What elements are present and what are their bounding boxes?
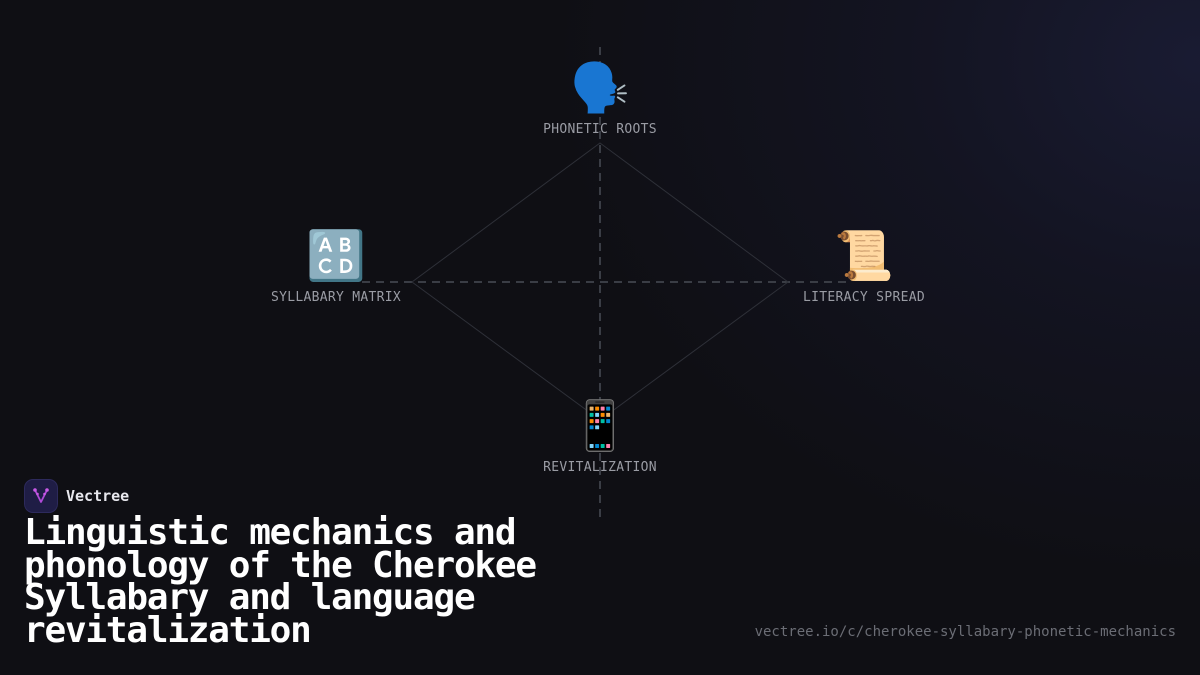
node-label: REVITALIZATION bbox=[543, 460, 657, 475]
brand-name: Vectree bbox=[66, 487, 130, 505]
node-label: LITERACY SPREAD bbox=[803, 290, 925, 305]
vectree-tree-glyph-icon bbox=[33, 488, 49, 503]
node-label: SYLLABARY MATRIX bbox=[270, 290, 402, 305]
page-title: Linguistic mechanics and phonology of th… bbox=[24, 512, 537, 651]
speaking-head-icon: 🗣️ bbox=[570, 60, 630, 116]
mobile-phone-icon: 📱 bbox=[570, 398, 630, 454]
scroll-icon: 📜 bbox=[834, 228, 894, 284]
vectree-logo bbox=[24, 479, 58, 513]
page-url: vectree.io/c/cherokee-syllabary-phonetic… bbox=[754, 624, 1176, 640]
brand: Vectree bbox=[24, 479, 129, 513]
node-literacy-spread: 📜 LITERACY SPREAD bbox=[764, 228, 964, 305]
node-phonetic-roots: 🗣️ PHONETIC ROOTS bbox=[500, 60, 700, 137]
node-revitalization: 📱 REVITALIZATION bbox=[500, 398, 700, 475]
node-syllabary-matrix: 🔠 SYLLABARY MATRIX bbox=[236, 228, 436, 305]
abcd-input-icon: 🔠 bbox=[306, 228, 366, 284]
diamond-edges bbox=[411, 142, 789, 421]
node-label: PHONETIC ROOTS bbox=[543, 122, 657, 137]
